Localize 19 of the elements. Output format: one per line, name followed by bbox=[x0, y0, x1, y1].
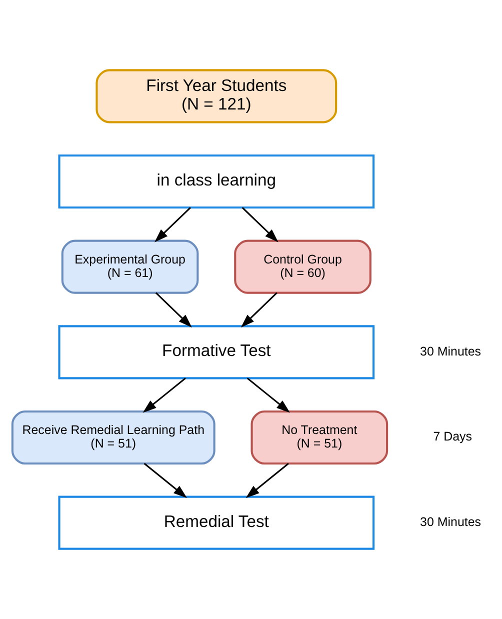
arrow bbox=[246, 378, 290, 413]
arrow bbox=[246, 462, 289, 498]
node-box: No Treatment (N = 51) bbox=[250, 410, 388, 465]
arrow bbox=[154, 206, 192, 242]
node-box: Remedial Test bbox=[58, 496, 375, 550]
node-label: 30 Minutes bbox=[420, 515, 482, 530]
arrow bbox=[242, 206, 278, 242]
arrow bbox=[142, 378, 186, 413]
node-box: First Year Students (N = 121) bbox=[96, 69, 338, 124]
node-box: Formative Test bbox=[58, 325, 375, 380]
node-label: 7 Days bbox=[433, 430, 472, 444]
node-label: 30 Minutes bbox=[420, 344, 482, 358]
node-box: Control Group (N = 60) bbox=[234, 240, 372, 294]
arrow bbox=[144, 462, 187, 498]
node-box: Experimental Group (N = 61) bbox=[61, 240, 199, 294]
node-box: Receive Remedial Learning Path (N = 51) bbox=[11, 410, 216, 465]
arrow bbox=[155, 292, 192, 328]
node-box: in class learning bbox=[58, 154, 375, 209]
arrow bbox=[240, 292, 278, 328]
